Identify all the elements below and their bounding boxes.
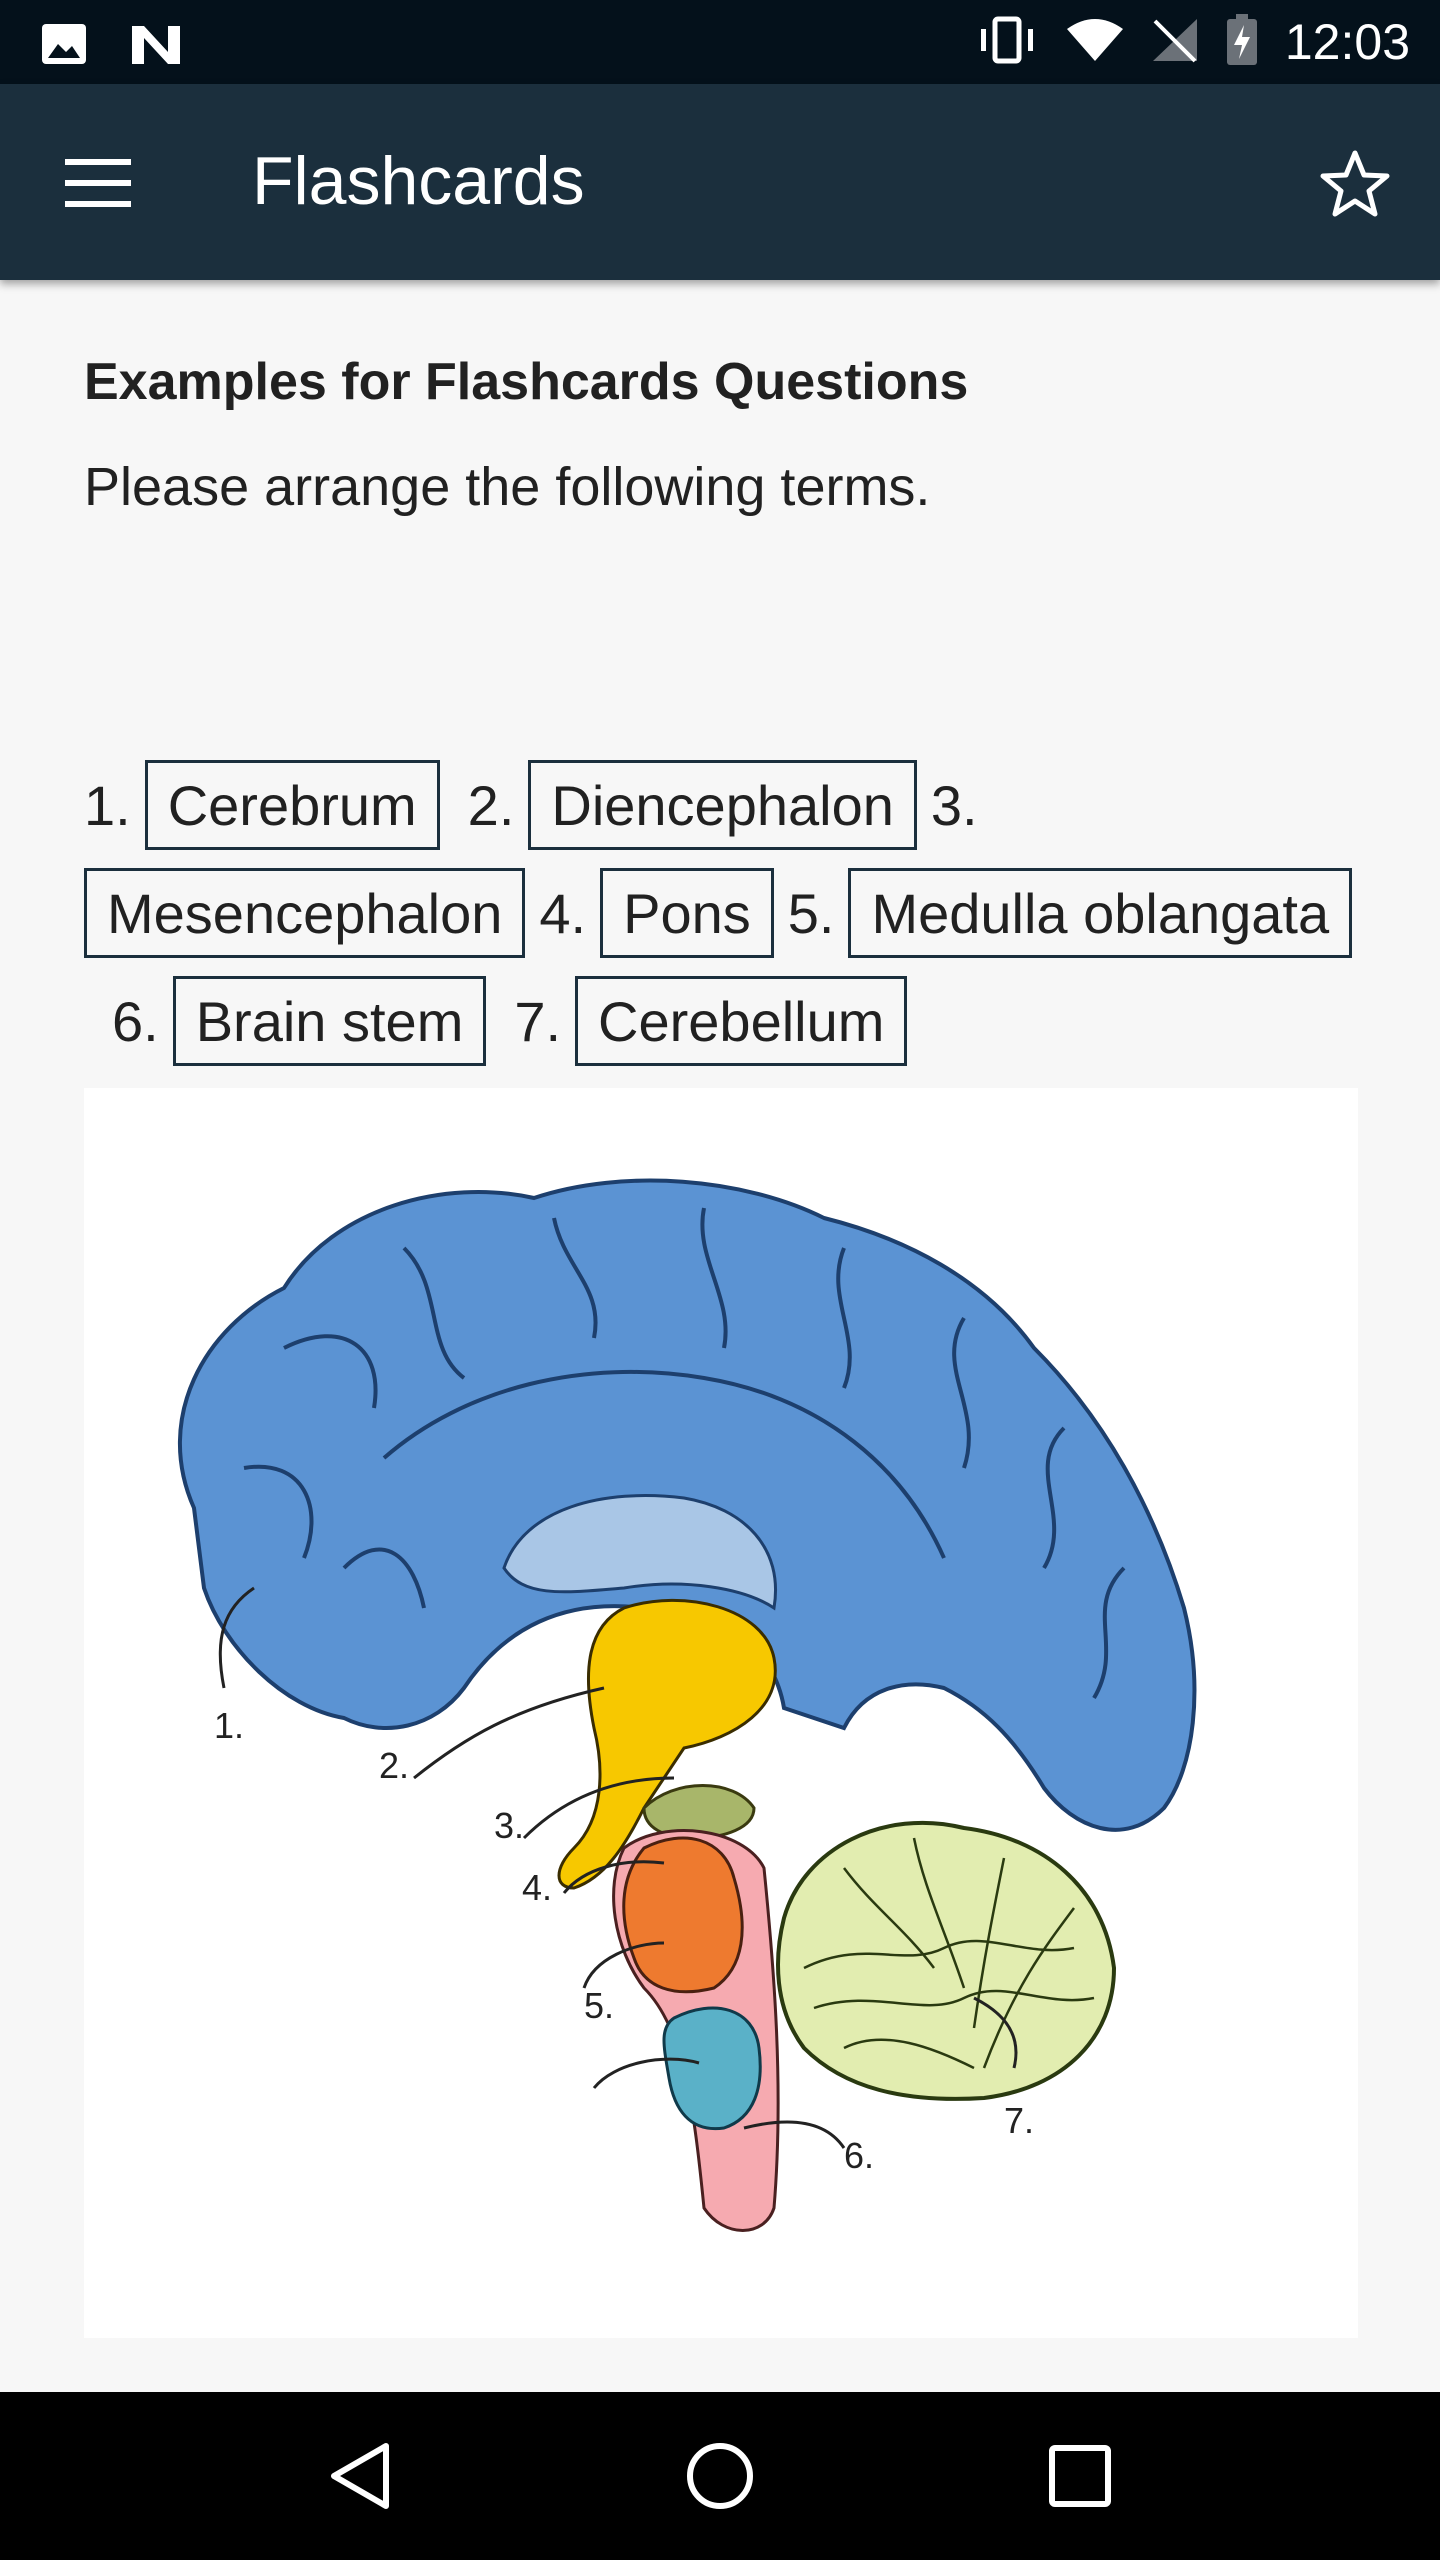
back-triangle-icon[interactable] — [290, 2406, 430, 2546]
recents-square-icon[interactable] — [1010, 2406, 1150, 2546]
brain-diagram-image: 1. 2. 3. 4. 5. 6. 7. — [84, 1088, 1358, 2338]
term-number: 1. — [84, 773, 131, 837]
vibrate-icon — [975, 15, 1039, 70]
image-icon — [40, 22, 88, 71]
term-number: 2. — [467, 773, 515, 837]
pons-region — [622, 1836, 744, 1994]
hamburger-menu-icon[interactable] — [44, 138, 152, 228]
instruction-text: Please arrange the following terms. — [84, 457, 931, 517]
term-chip-cerebellum[interactable]: Cerebellum — [575, 976, 908, 1066]
term-chip-medulla-oblangata[interactable]: Medulla oblangata — [848, 868, 1353, 958]
diagram-label-1: 1. — [214, 1705, 244, 1746]
app-bar: Flashcards — [0, 84, 1440, 280]
diagram-label-7: 7. — [1004, 2100, 1034, 2141]
medulla-oblangata-region — [662, 2006, 762, 2131]
diagram-label-2: 2. — [379, 1745, 409, 1786]
wifi-icon — [1065, 17, 1125, 68]
home-circle-icon[interactable] — [650, 2406, 790, 2546]
term-number: 6. — [112, 989, 159, 1053]
battery-charging-icon — [1225, 13, 1259, 72]
term-number: 4. — [539, 881, 587, 945]
section-title: Examples for Flashcards Questions — [84, 353, 969, 411]
term-chip-cerebrum[interactable]: Cerebrum — [144, 760, 440, 850]
ventricle-region — [502, 1494, 777, 1611]
diagram-label-4: 4. — [522, 1867, 552, 1908]
brain-diagram: 1. 2. 3. 4. 5. 6. 7. — [178, 1178, 1197, 2232]
no-signal-icon — [1151, 17, 1199, 68]
term-chip-pons[interactable]: Pons — [600, 868, 774, 958]
cerebellum-region — [776, 1820, 1117, 2101]
term-chip-brain-stem[interactable]: Brain stem — [172, 976, 487, 1066]
diagram-label-6: 6. — [844, 2135, 874, 2176]
diencephalon-region — [557, 1598, 777, 1890]
system-nav-bar — [0, 2392, 1440, 2560]
term-chip-diencephalon[interactable]: Diencephalon — [528, 760, 917, 850]
term-number: 5. — [787, 881, 835, 945]
diagram-label-3: 3. — [494, 1805, 524, 1846]
star-outline-icon[interactable] — [1300, 134, 1410, 234]
page-title: Flashcards — [252, 143, 585, 219]
status-bar: 12:03 — [0, 0, 1440, 84]
term-number: 7. — [514, 989, 562, 1053]
terms-line-3: 6. Brain stem 7. Cerebellum — [112, 976, 921, 1066]
clock: 12:03 — [1284, 14, 1410, 70]
term-chip-mesencephalon[interactable]: Mesencephalon — [84, 868, 526, 958]
terms-line-2: Mesencephalon 4. Pons 5. Medulla oblanga… — [84, 868, 1366, 958]
term-number: 3. — [930, 773, 978, 837]
n-logo-icon — [128, 22, 184, 71]
terms-line-1: 1. Cerebrum 2. Diencephalon 3. — [84, 760, 992, 850]
diagram-label-5: 5. — [584, 1985, 614, 2026]
